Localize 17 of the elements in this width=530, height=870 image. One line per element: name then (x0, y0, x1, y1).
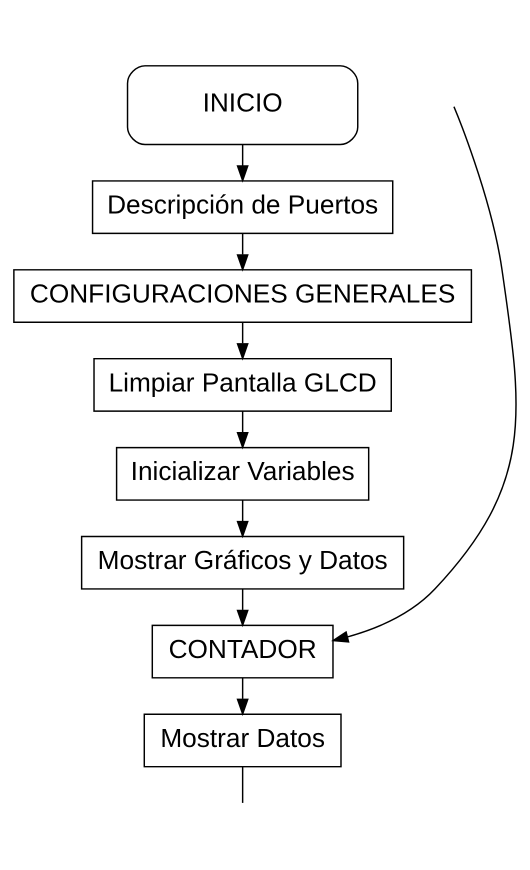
arrow (236, 411, 249, 450)
node-box: Limpiar Pantalla GLCD (93, 358, 392, 412)
node-box: INICIO (126, 65, 358, 146)
connector (242, 766, 244, 803)
node-box: CONFIGURACIONES GENERALES (13, 269, 472, 323)
node-box: Mostrar Datos (144, 714, 342, 768)
arrow (236, 234, 249, 272)
node-box: Mostrar Gráficos y Datos (80, 536, 404, 590)
arrow (236, 500, 249, 538)
arrow (236, 322, 249, 361)
node-box: Inicializar Variables (116, 446, 370, 501)
arrow (236, 589, 249, 628)
arrow (236, 144, 249, 183)
arrow (331, 106, 517, 643)
arrow (236, 678, 249, 716)
node-box: Descripción de Puertos (92, 180, 394, 234)
node-box: CONTADOR (152, 624, 334, 679)
